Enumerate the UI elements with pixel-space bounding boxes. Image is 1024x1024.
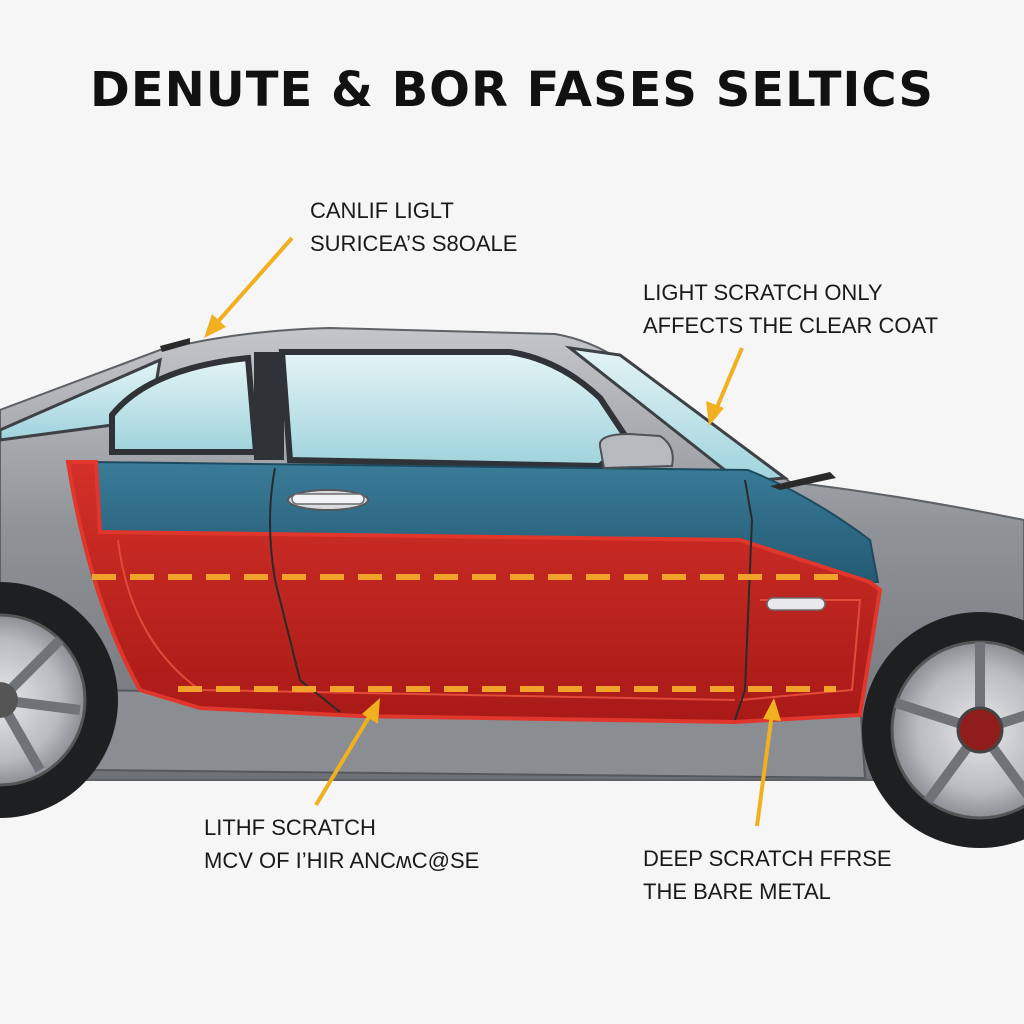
side-mirror-icon [598, 432, 674, 470]
door-seam [269, 467, 341, 713]
door-handle-icon [287, 489, 369, 511]
base-coat-layer [65, 460, 883, 725]
callout-line: LITHF SCRATCH [204, 815, 376, 840]
arrow-icon [314, 698, 380, 807]
callout-bottom-right: DEEP SCRATCH FFRSE THE BARE METAL [643, 842, 892, 908]
arrow-icon [755, 698, 781, 827]
callout-line: DEEP SCRATCH FFRSE [643, 846, 892, 871]
callout-line: MCV OF I’HIR ANCʍC@SE [204, 848, 480, 873]
callout-line: SURICEA’S S8OALE [310, 231, 518, 256]
callout-line: LIGHT SCRATCH ONLY [643, 280, 883, 305]
callout-top-left: CANLIF LIGLT SURICEA’S S8OALE [310, 194, 517, 260]
callout-line: CANLIF LIGLT [310, 198, 454, 223]
wheel-icon [0, 582, 118, 818]
windshield [564, 345, 790, 484]
arrow-icon [706, 347, 744, 426]
callout-top-right: LIGHT SCRATCH ONLY AFFECTS THE CLEAR COA… [643, 276, 938, 342]
callout-line: AFFECTS THE CLEAR COAT [643, 313, 939, 338]
door-handle-icon [766, 597, 826, 611]
callout-bottom-left: LITHF SCRATCH MCV OF I’HIR ANCʍC@SE [204, 811, 479, 877]
wheel-icon [862, 612, 1024, 848]
diagram-title: DENUTE & BOR FASES SELTICS [89, 62, 934, 118]
window-rear [109, 354, 260, 455]
b-pillar [254, 352, 284, 460]
arrow-icon [204, 236, 294, 338]
callout-line: THE BARE METAL [643, 879, 831, 904]
